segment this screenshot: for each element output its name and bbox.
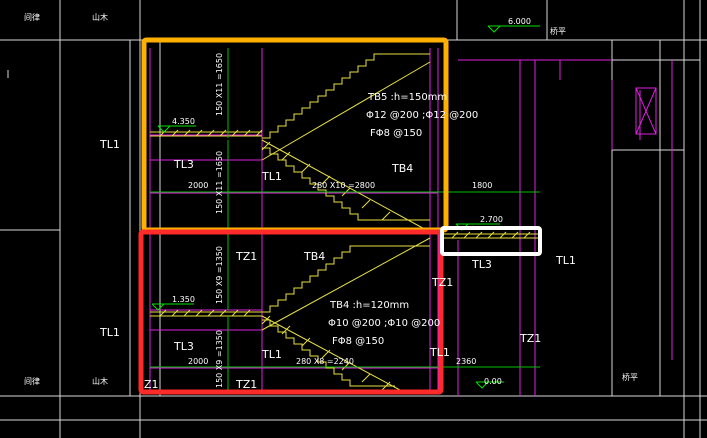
tl3-landing: TL3 <box>471 258 492 271</box>
tl1-upper-mid: TL1 <box>261 170 282 183</box>
tb4-upper: TB4 <box>391 162 413 175</box>
lower-hatched-slabs <box>150 309 391 391</box>
bottom-left-label-1: 间律 <box>24 376 40 386</box>
top-right-mark: 桥平 <box>550 26 566 36</box>
dimension-lines <box>150 48 540 392</box>
tz1-right-lower: TZ1 <box>519 332 541 345</box>
tz1-bottom: TZ1 <box>235 378 257 391</box>
dim-1800: 1800 <box>472 181 492 190</box>
upper-flight-profile <box>261 53 431 233</box>
level-markers <box>151 25 540 389</box>
dim-2360: 2360 <box>456 357 476 366</box>
level-000: 0.00 <box>484 377 502 386</box>
bottom-right-mark: 桥平 <box>622 372 638 382</box>
lower-flight-profile <box>261 237 431 391</box>
dim-150x11-bottom: 150 X11 =1650 <box>215 151 224 214</box>
tl1-left-upper: TL1 <box>99 138 120 151</box>
top-left-label-1: 间律 <box>24 12 40 22</box>
red-highlight-box <box>138 229 444 395</box>
level-1350: 1.350 <box>172 295 195 304</box>
tb5-spec-line-3: FΦ8 @150 <box>370 128 422 139</box>
white-highlight-box <box>440 226 542 256</box>
dim-150x9-top: 150 X9 =1350 <box>215 246 224 304</box>
tl1-far-right: TL1 <box>555 254 576 267</box>
top-left-label-2: 山木 <box>92 12 108 22</box>
tb4-spec-line-2: Φ10 @200 ;Φ10 @200 <box>328 318 440 329</box>
tl3-lower: TL3 <box>173 340 194 353</box>
level-6000: 6.000 <box>508 17 531 26</box>
tb4-spec-line-3: FΦ8 @150 <box>332 336 384 347</box>
dim-150x9-bottom: 150 X9 =1350 <box>215 330 224 388</box>
tl3-upper: TL3 <box>173 158 194 171</box>
tl1-left-lower: TL1 <box>99 326 120 339</box>
landing-slab <box>444 231 540 239</box>
dim-150x11-top: 150 X11 =1650 <box>215 53 224 116</box>
right-panel-symbol <box>635 87 657 135</box>
tb5-spec-line-2: Φ12 @200 ;Φ12 @200 <box>366 110 478 121</box>
level-4350: 4.350 <box>172 117 195 126</box>
dim-2000-lower: 2000 <box>188 357 208 366</box>
dim-2000-upper: 2000 <box>188 181 208 190</box>
tz1-mid: TZ1 <box>235 250 257 263</box>
level-2700: 2.700 <box>480 215 503 224</box>
tz1-left-bottom: Z1 <box>144 378 159 391</box>
bottom-left-label-2: 山木 <box>92 376 108 386</box>
tb5-spec-line-1: TB5 :h=150mm <box>367 92 447 103</box>
tl1-lower-mid: TL1 <box>261 348 282 361</box>
dim-280x8: 280 X8 =2240 <box>296 357 354 366</box>
upper-hatched-slabs <box>150 129 391 221</box>
tb4-spec-line-1: TB4 :h=120mm <box>329 300 409 311</box>
tb4-mid: TB4 <box>303 250 325 263</box>
tl1-bottom-right: TL1 <box>429 346 450 359</box>
dim-280x10: 280 X10 =2800 <box>312 181 375 190</box>
tz1-right: TZ1 <box>431 276 453 289</box>
